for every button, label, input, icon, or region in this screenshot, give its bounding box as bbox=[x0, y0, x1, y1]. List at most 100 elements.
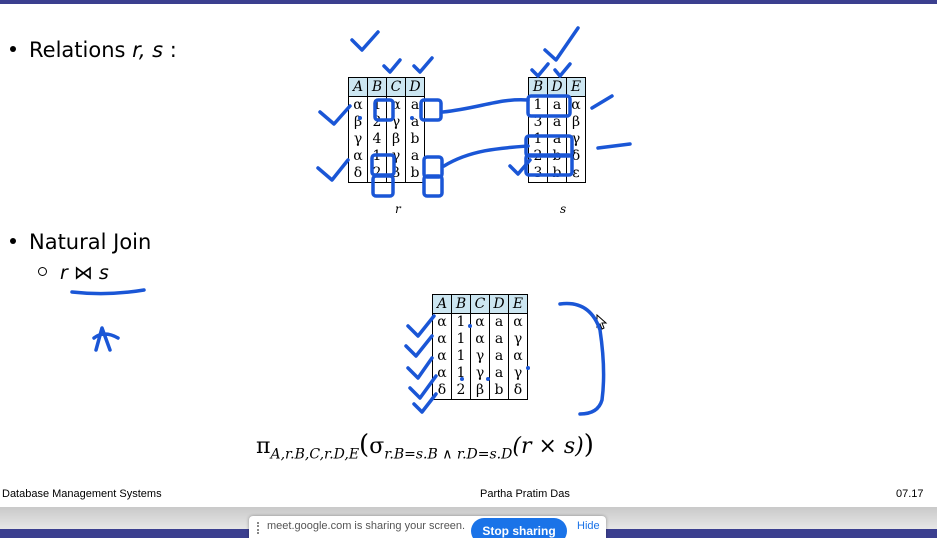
result-cell: γ bbox=[470, 348, 490, 365]
tick-mark-icon bbox=[543, 26, 580, 62]
relation-s-cell: a bbox=[547, 96, 567, 114]
relation-r-header-cell: C bbox=[386, 77, 406, 97]
tick-mark-icon bbox=[553, 62, 572, 78]
result-header-cell: E bbox=[508, 294, 528, 314]
relation-r-cell: α bbox=[386, 96, 406, 114]
tick-mark-icon bbox=[530, 62, 550, 78]
tick-mark-icon bbox=[412, 56, 434, 74]
doodle-mark bbox=[92, 326, 120, 352]
tick-mark-icon bbox=[508, 158, 532, 176]
relation-s-cell: b bbox=[547, 148, 567, 165]
relation-s-cell: γ bbox=[566, 131, 586, 148]
relation-r-cell: 2 bbox=[367, 165, 387, 183]
relation-r-header-cell: B bbox=[367, 77, 387, 97]
result-cell: α bbox=[470, 313, 490, 331]
relation-r-cell: b bbox=[405, 165, 425, 183]
stop-sharing-button[interactable]: Stop sharing bbox=[471, 518, 567, 538]
result-cell: 1 bbox=[451, 348, 471, 365]
relation-r-cell: δ bbox=[348, 165, 368, 183]
relation-s-cell: 2 bbox=[528, 148, 548, 165]
result-cell: α bbox=[432, 313, 452, 331]
relation-r-cell: a bbox=[405, 96, 425, 114]
result-cell: α bbox=[432, 365, 452, 382]
relation-s-cell: a bbox=[547, 114, 567, 131]
relation-s-header-cell: B bbox=[528, 77, 548, 97]
bullet-relations-vars: r, s bbox=[132, 38, 164, 62]
tick-mark-icon bbox=[318, 104, 352, 126]
relation-r-cell: β bbox=[348, 114, 368, 131]
top-frame-bar bbox=[0, 0, 937, 4]
relation-r-cell: a bbox=[405, 148, 425, 165]
footer-author: Partha Pratim Das bbox=[480, 488, 570, 500]
formula-pi-subscript: A,r.B,C,r.D,E bbox=[270, 446, 360, 463]
relation-s-cell: a bbox=[547, 131, 567, 148]
sub-bullet-circle bbox=[38, 267, 47, 276]
bullet-relations-suffix: : bbox=[163, 38, 177, 62]
result-cell: γ bbox=[508, 365, 528, 382]
bullet-natural-join-label: Natural Join bbox=[29, 230, 152, 254]
footer-course: Database Management Systems bbox=[2, 488, 162, 500]
result-cell: b bbox=[489, 382, 509, 400]
result-cell: 1 bbox=[451, 365, 471, 382]
bullet-relations: Relations r, s : bbox=[10, 38, 177, 62]
formula-sigma-subscript: r.B=s.B ∧ r.D=s.D bbox=[384, 446, 513, 463]
relation-r-cell: β bbox=[386, 131, 406, 148]
result-cell: α bbox=[508, 348, 528, 365]
relation-s-header-cell: E bbox=[566, 77, 586, 97]
bullet-dot bbox=[10, 238, 16, 244]
mouse-cursor-icon bbox=[596, 314, 608, 330]
relation-r-cell: α bbox=[348, 96, 368, 114]
relation-s-cell: β bbox=[566, 114, 586, 131]
relation-r-cell: 2 bbox=[367, 114, 387, 131]
tick-mark-icon bbox=[406, 314, 436, 338]
relation-s-cell: α bbox=[566, 96, 586, 114]
relation-s-cell: 3 bbox=[528, 165, 548, 183]
result-cell: α bbox=[470, 331, 490, 348]
result-cell: γ bbox=[508, 331, 528, 348]
bullet-dot bbox=[10, 46, 16, 52]
result-cell: α bbox=[508, 313, 528, 331]
result-cell: 1 bbox=[451, 313, 471, 331]
relation-r-cell: b bbox=[405, 131, 425, 148]
relation-r-cell: 4 bbox=[367, 131, 387, 148]
relation-r-cell: γ bbox=[348, 131, 368, 148]
bullet-relations-label: Relations bbox=[29, 38, 133, 62]
share-message: meet.google.com is sharing your screen. bbox=[267, 520, 466, 532]
result-cell: α bbox=[432, 348, 452, 365]
tick-mark-icon bbox=[316, 158, 350, 182]
relation-s-cell: ε bbox=[566, 165, 586, 183]
result-cell: δ bbox=[508, 382, 528, 400]
sub-bullet-join: r ⋈ s bbox=[38, 262, 109, 284]
drag-handle-icon[interactable] bbox=[257, 522, 263, 534]
tick-mark-icon bbox=[350, 30, 380, 52]
result-cell: 2 bbox=[451, 382, 471, 400]
result-cell: 1 bbox=[451, 331, 471, 348]
result-cell: γ bbox=[470, 365, 490, 382]
relation-r-caption: r bbox=[395, 202, 401, 216]
result-header-cell: C bbox=[470, 294, 490, 314]
hide-link[interactable]: Hide bbox=[577, 520, 600, 532]
tick-mark-icon bbox=[404, 334, 434, 358]
relation-s-cell: b bbox=[547, 165, 567, 183]
result-cell: δ bbox=[432, 382, 452, 400]
bullet-natural-join: Natural Join bbox=[10, 230, 151, 254]
result-header-cell: B bbox=[451, 294, 471, 314]
relation-r-cell: 1 bbox=[367, 148, 387, 165]
result-cell: a bbox=[489, 365, 509, 382]
